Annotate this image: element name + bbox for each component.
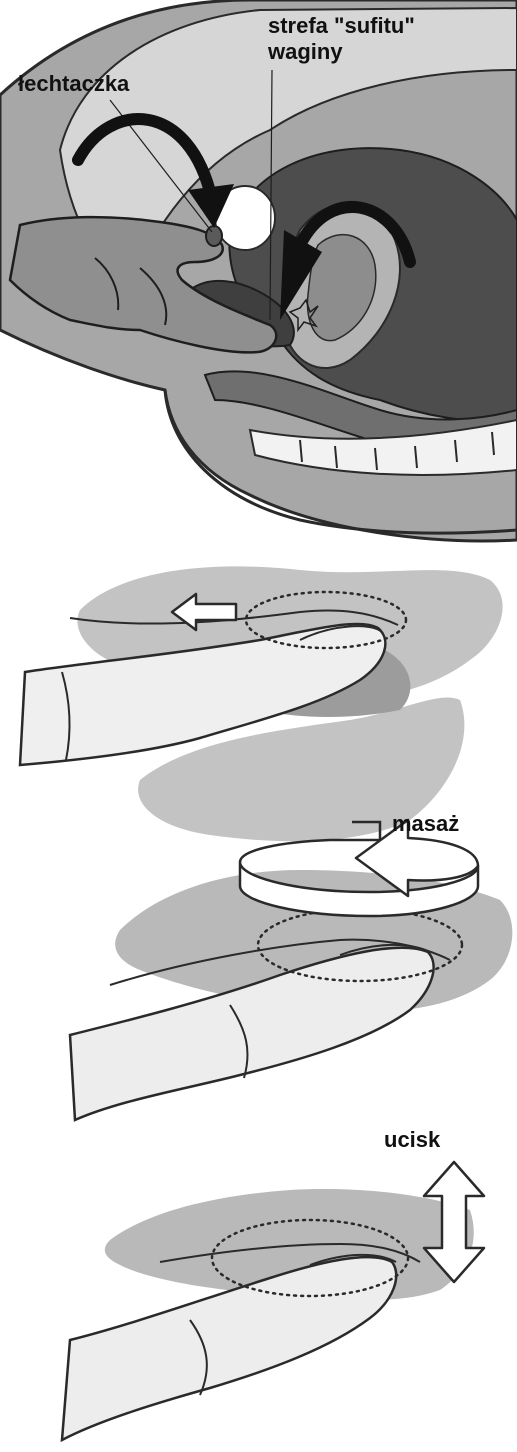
label-clitoris: łechtaczka <box>18 72 129 96</box>
label-zone-line1: strefa "sufitu" <box>268 14 415 38</box>
massage-panel <box>70 820 512 1120</box>
pressure-panel <box>62 1162 484 1440</box>
label-pressure: ucisk <box>384 1128 440 1152</box>
label-zone-line2: waginy <box>268 40 343 64</box>
slide-panel <box>20 566 503 841</box>
label-massage: masaż <box>392 812 459 836</box>
clitoris-mark <box>206 226 222 246</box>
